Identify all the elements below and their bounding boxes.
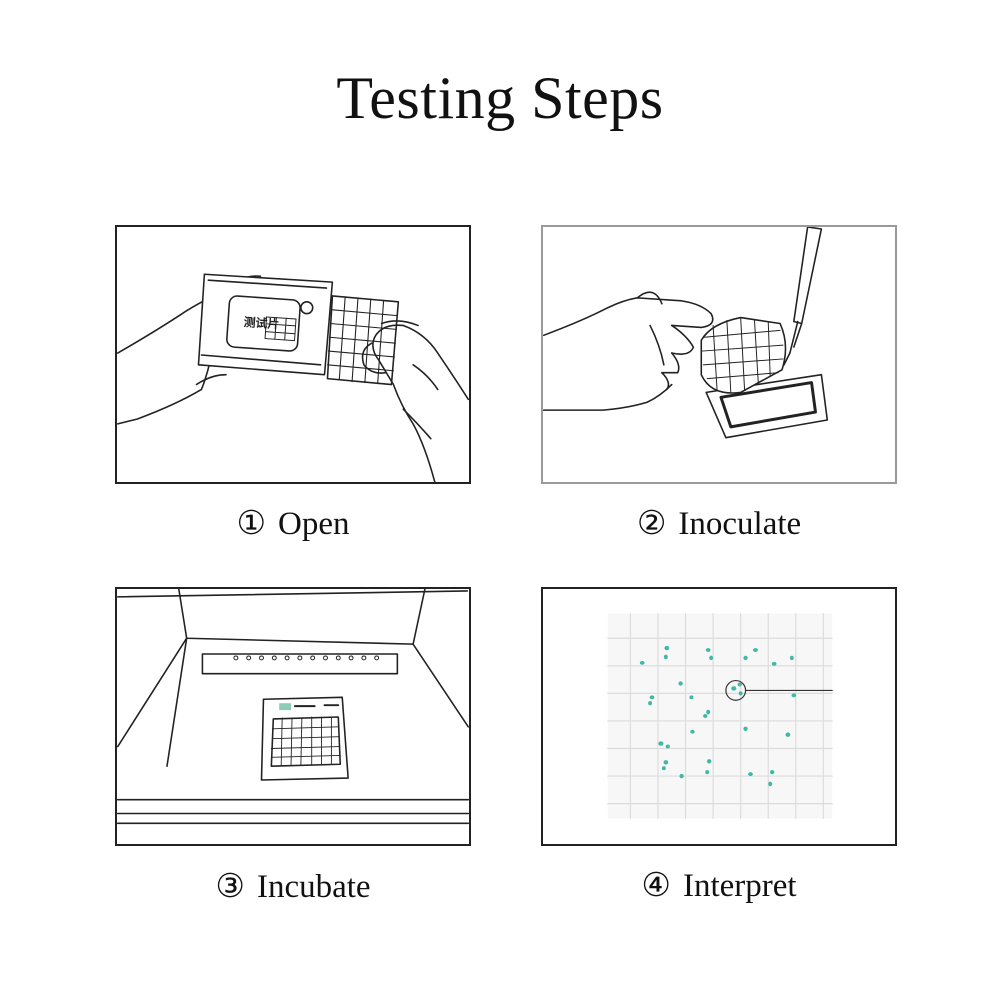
step-1-label: Open — [278, 506, 350, 542]
colony-plate-icon — [607, 613, 833, 819]
step-4-caption: ④ Interpret — [541, 866, 897, 906]
packet-label: 测试片 — [243, 315, 279, 331]
step-2-panel — [541, 225, 897, 484]
step-2-number: ② — [636, 506, 667, 542]
step-3-panel — [115, 587, 471, 846]
step-4-panel — [541, 587, 897, 846]
pipette-icon — [543, 227, 829, 439]
step-2-caption: ② Inoculate — [541, 504, 897, 544]
step-1-caption: ① Open — [115, 504, 471, 544]
step-1-number: ① — [236, 506, 267, 542]
open-packet-icon: 测试片 — [117, 273, 469, 482]
step-3-caption: ③ Incubate — [115, 867, 471, 907]
page-title: Testing Steps — [336, 65, 664, 131]
step-4-number: ④ — [641, 868, 671, 904]
step-3-label: Incubate — [256, 869, 371, 905]
step-1-panel: 测试片 — [115, 225, 471, 484]
step-3-number: ③ — [215, 869, 245, 905]
step-2-label: Inoculate — [678, 506, 802, 542]
incubator-icon — [117, 589, 469, 825]
step-4-label: Interpret — [682, 868, 797, 904]
